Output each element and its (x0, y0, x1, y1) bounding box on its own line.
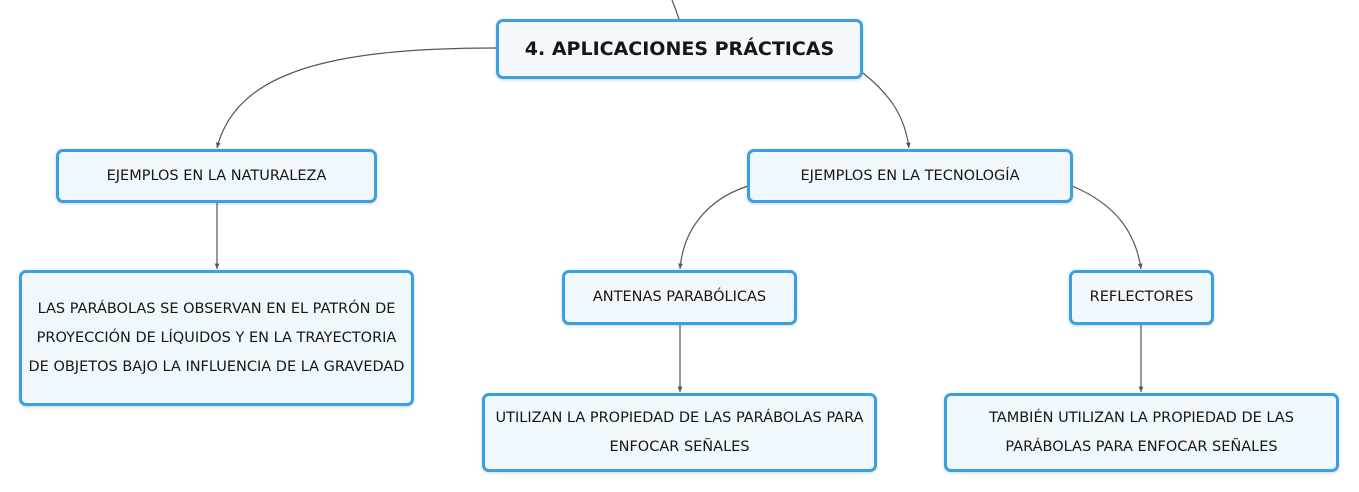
topic-node-naturaleza-detalle[interactable]: LAS PARÁBOLAS SE OBSERVAN EN EL PATRÓN D… (19, 270, 414, 406)
topic-node-ejemplos-tecnologia[interactable]: EJEMPLOS EN LA TECNOLOGÍA (747, 149, 1073, 203)
topic-label: EJEMPLOS EN LA TECNOLOGÍA (800, 167, 1020, 184)
topic-node-antenas-parabolicas[interactable]: ANTENAS PARABÓLICAS (562, 270, 797, 325)
topic-node-reflectores[interactable]: REFLECTORES (1069, 270, 1214, 325)
connector-technology-to-reflectors (1071, 185, 1143, 270)
topic-label: TAMBIÉN UTILIZAN LA PROPIEDAD DE LAS PAR… (989, 409, 1294, 455)
topic-node-reflectores-detalle[interactable]: TAMBIÉN UTILIZAN LA PROPIEDAD DE LAS PAR… (944, 393, 1339, 472)
connector-root-to-nature (215, 47, 497, 149)
topic-node-ejemplos-naturaleza[interactable]: EJEMPLOS EN LA NATURALEZA (56, 149, 377, 203)
topic-node-antenas-detalle[interactable]: UTILIZAN LA PROPIEDAD DE LAS PARÁBOLAS P… (482, 393, 877, 472)
connector-parent-to-root (671, 0, 680, 20)
connector-root-to-technology (862, 72, 911, 149)
topic-label: REFLECTORES (1089, 289, 1194, 305)
connector-technology-to-antennas (678, 185, 749, 270)
topic-label: EJEMPLOS EN LA NATURALEZA (106, 167, 327, 184)
topic-label: ANTENAS PARABÓLICAS (592, 289, 767, 305)
topic-label: UTILIZAN LA PROPIEDAD DE LAS PARÁBOLAS P… (495, 409, 864, 455)
topic-label: 4. APLICACIONES PRÁCTICAS (524, 37, 835, 60)
topic-node-aplicaciones-practicas[interactable]: 4. APLICACIONES PRÁCTICAS (496, 19, 863, 79)
topic-label: LAS PARÁBOLAS SE OBSERVAN EN EL PATRÓN D… (28, 300, 405, 375)
